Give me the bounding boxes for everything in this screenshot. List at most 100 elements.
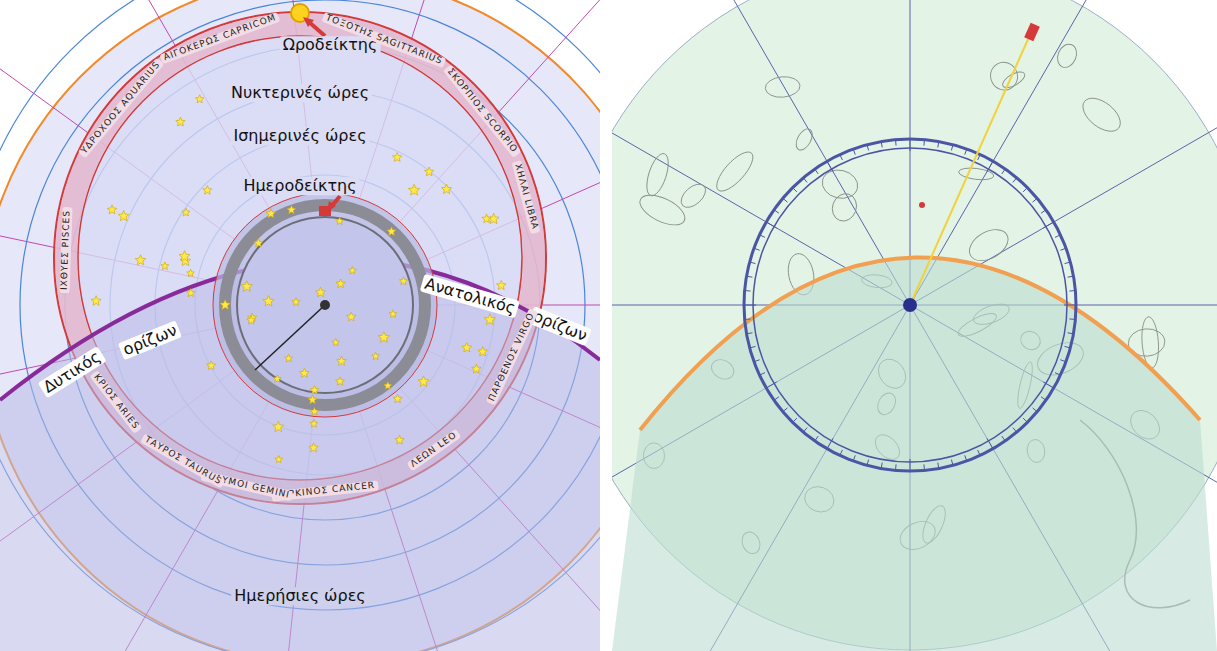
tick <box>1041 210 1046 213</box>
tick <box>774 210 779 213</box>
star <box>372 352 380 359</box>
star <box>497 280 507 289</box>
star <box>316 287 326 297</box>
star <box>384 381 392 389</box>
star <box>300 368 310 377</box>
figure-outline <box>829 190 861 224</box>
tick <box>881 142 882 148</box>
tick <box>987 438 993 448</box>
tick <box>754 360 760 362</box>
tick <box>1060 360 1066 362</box>
tick <box>766 382 776 388</box>
tick <box>1055 235 1060 238</box>
star <box>254 239 263 247</box>
region-label: Ισημερινές ώρες <box>230 127 369 145</box>
star <box>399 277 407 285</box>
figure-outline <box>711 147 758 197</box>
star <box>220 299 231 309</box>
tick <box>750 262 756 264</box>
star <box>482 214 491 223</box>
tick <box>923 140 925 146</box>
star <box>187 269 195 276</box>
tick <box>1013 178 1017 183</box>
tick <box>815 169 818 174</box>
tick <box>1068 333 1074 334</box>
tick <box>744 305 756 306</box>
star <box>247 316 256 324</box>
tick <box>1033 408 1038 412</box>
tick <box>1069 318 1075 320</box>
tick <box>783 198 788 202</box>
tick <box>895 140 897 146</box>
tick <box>1069 290 1075 292</box>
star <box>161 262 169 270</box>
tick <box>1023 418 1027 422</box>
star <box>292 298 300 306</box>
figure-outline <box>677 180 710 212</box>
star <box>308 395 317 404</box>
star <box>387 227 396 236</box>
tick <box>1065 346 1071 348</box>
star <box>310 407 318 415</box>
figure-outline <box>635 189 689 231</box>
star <box>310 420 318 428</box>
tick <box>840 155 843 160</box>
star <box>263 296 274 307</box>
star <box>472 364 481 373</box>
grid-circle <box>0 0 600 651</box>
star <box>176 117 185 126</box>
tick <box>766 222 776 228</box>
tick <box>867 460 869 466</box>
left-dial <box>0 0 600 651</box>
tick <box>815 436 818 441</box>
tick <box>1043 382 1053 388</box>
tick <box>1043 222 1053 228</box>
tick <box>774 397 779 400</box>
tick <box>827 161 833 171</box>
tick <box>978 450 981 455</box>
star <box>91 296 101 306</box>
tick <box>745 318 751 320</box>
tick <box>747 333 753 334</box>
right-dial <box>612 0 1217 651</box>
tick <box>793 188 797 192</box>
tick <box>951 145 953 151</box>
star <box>107 205 117 214</box>
star <box>337 356 347 365</box>
star <box>349 267 357 274</box>
star <box>336 279 345 288</box>
hour-grid <box>612 0 1217 651</box>
star <box>309 443 318 452</box>
tick <box>840 450 843 455</box>
figure-outline <box>643 151 673 198</box>
tick <box>1013 428 1017 433</box>
star <box>275 456 283 463</box>
tick <box>853 455 855 461</box>
star <box>484 314 495 325</box>
tick <box>910 459 911 471</box>
star <box>287 205 296 214</box>
tick <box>745 290 751 292</box>
tick <box>760 235 765 238</box>
star <box>187 288 196 296</box>
region-label: Νυκτερινές ώρες <box>228 84 372 102</box>
star <box>425 167 434 176</box>
star <box>207 361 216 370</box>
star <box>241 281 252 292</box>
hour-grid <box>0 0 600 651</box>
tick <box>853 149 855 155</box>
star <box>179 251 190 261</box>
tick <box>938 463 939 469</box>
tick <box>747 276 753 277</box>
tick <box>803 178 807 183</box>
tick <box>965 149 967 155</box>
tick <box>987 161 993 171</box>
star <box>310 386 319 395</box>
tick <box>754 248 760 250</box>
pointer-label: Ωροδείκτης <box>280 36 381 54</box>
region-label: Ημερήσιες ώρες <box>231 587 368 605</box>
star <box>135 255 146 265</box>
star <box>336 217 344 225</box>
star <box>266 209 276 218</box>
